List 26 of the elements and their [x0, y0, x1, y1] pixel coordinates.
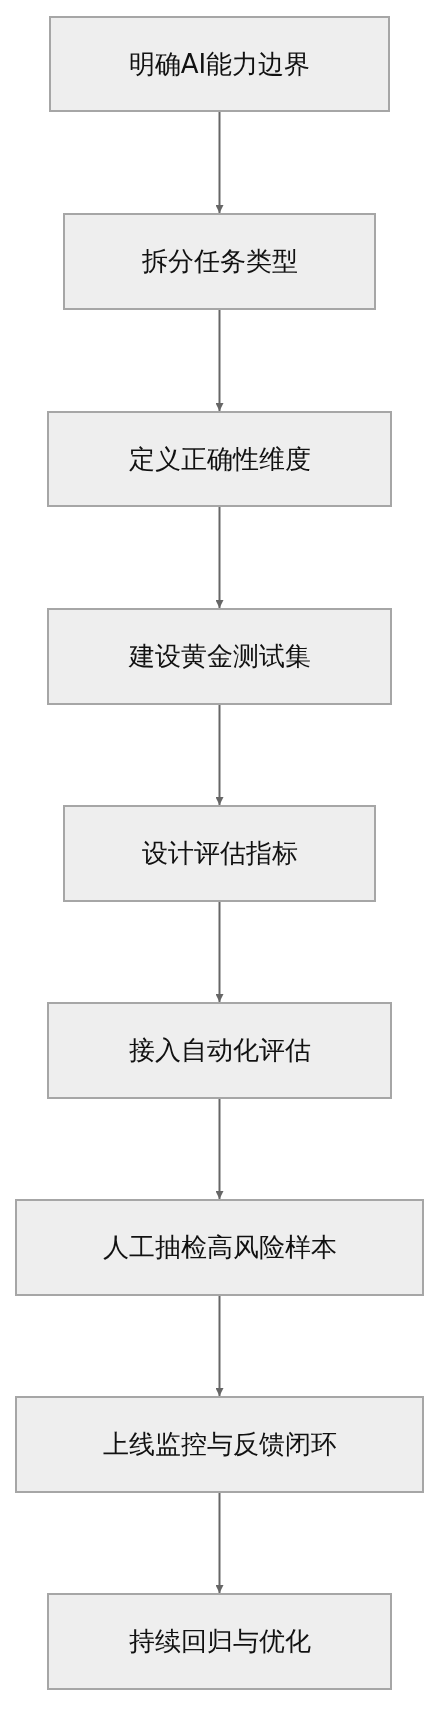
- process-box: [49, 16, 390, 112]
- arrow: [215, 111, 224, 214]
- step-label: 拆分任务类型: [141, 245, 298, 278]
- process-box: [47, 411, 392, 507]
- step-label: 持续回归与优化: [128, 1625, 311, 1658]
- arrow: [215, 1098, 224, 1200]
- process-box: [15, 1199, 424, 1296]
- arrow: [215, 901, 224, 1003]
- step-label: 上线监控与反馈闭环: [102, 1428, 337, 1461]
- process-box: [15, 1396, 424, 1493]
- arrow: [215, 1492, 224, 1594]
- arrow: [215, 1295, 224, 1397]
- step-label: 定义正确性维度: [128, 442, 311, 476]
- process-box: [63, 213, 376, 310]
- arrow: [215, 309, 224, 412]
- process-box: [47, 1593, 392, 1690]
- arrow: [215, 704, 224, 806]
- step-label: 接入自动化评估: [128, 1034, 311, 1067]
- step-label: 设计评估指标: [141, 837, 298, 870]
- step-label: 建设黄金测试集: [128, 640, 311, 673]
- step-label: 明确AI能力边界: [128, 47, 311, 81]
- process-box: [63, 805, 376, 902]
- process-box: [47, 608, 392, 705]
- step-label: 人工抽检高风险样本: [102, 1231, 337, 1264]
- process-box: [47, 1002, 392, 1099]
- arrow: [215, 506, 224, 609]
